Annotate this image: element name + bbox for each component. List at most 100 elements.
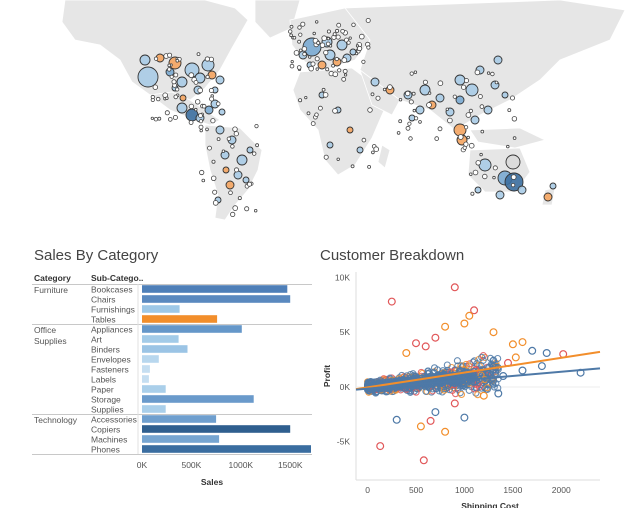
- map-location-circle[interactable]: [495, 190, 505, 200]
- map-location-circle[interactable]: [137, 66, 159, 88]
- scatter-point[interactable]: [443, 361, 451, 369]
- map-location-circle[interactable]: [501, 91, 509, 99]
- scatter-point[interactable]: [470, 306, 479, 315]
- scatter-point[interactable]: [518, 366, 527, 375]
- map-location-circle[interactable]: [236, 154, 248, 166]
- scatter-point[interactable]: [470, 385, 478, 393]
- scatter-point[interactable]: [518, 338, 527, 347]
- scatter-point[interactable]: [421, 342, 430, 351]
- scatter-point[interactable]: [402, 348, 411, 357]
- sales-bar[interactable]: [142, 295, 291, 303]
- scatter-point[interactable]: [460, 370, 468, 378]
- map-location-circle[interactable]: [504, 172, 524, 192]
- map-location-circle[interactable]: [317, 60, 327, 70]
- map-location-circle[interactable]: [222, 166, 230, 174]
- map-location-circle[interactable]: [549, 182, 557, 190]
- map-location-circle[interactable]: [370, 77, 380, 87]
- scatter-point[interactable]: [490, 383, 498, 391]
- map-location-circle[interactable]: [242, 176, 250, 184]
- scatter-point[interactable]: [474, 391, 482, 399]
- map-location-circle[interactable]: [225, 180, 235, 190]
- scatter-point[interactable]: [478, 353, 486, 361]
- scatter-point[interactable]: [462, 360, 470, 368]
- map-location-circle[interactable]: [215, 75, 225, 85]
- map-location-circle[interactable]: [505, 154, 521, 170]
- scatter-point[interactable]: [460, 413, 469, 422]
- scatter-point[interactable]: [397, 376, 405, 385]
- sales-bar[interactable]: [142, 305, 180, 313]
- map-location-circle[interactable]: [470, 115, 480, 125]
- map-location-circle[interactable]: [215, 125, 225, 135]
- scatter-point[interactable]: [460, 319, 469, 328]
- scatter-point[interactable]: [483, 385, 492, 393]
- map-location-circle[interactable]: [455, 95, 465, 105]
- map-location-circle[interactable]: [435, 93, 445, 103]
- map-location-circle[interactable]: [139, 54, 151, 66]
- sales-bar[interactable]: [142, 415, 217, 423]
- sales-bar[interactable]: [142, 425, 291, 433]
- scatter-point[interactable]: [387, 297, 396, 306]
- map-location-circle[interactable]: [478, 158, 492, 172]
- scatter-point[interactable]: [419, 456, 428, 465]
- map-location-circle[interactable]: [483, 105, 493, 115]
- scatter-point[interactable]: [434, 374, 442, 382]
- sales-bar[interactable]: [142, 385, 166, 393]
- sales-bar[interactable]: [142, 335, 179, 343]
- map-location-circle[interactable]: [419, 84, 431, 96]
- map-location-circle[interactable]: [176, 102, 188, 114]
- scatter-point[interactable]: [542, 348, 551, 357]
- scatter-point[interactable]: [426, 416, 435, 425]
- scatter-point[interactable]: [494, 354, 502, 363]
- map-location-circle[interactable]: [233, 170, 243, 180]
- scatter-point[interactable]: [376, 442, 385, 451]
- scatter-point[interactable]: [450, 399, 459, 408]
- map-location-circle[interactable]: [346, 126, 354, 134]
- map-location-circle[interactable]: [493, 55, 503, 65]
- map-location-circle[interactable]: [349, 48, 357, 56]
- scatter-point[interactable]: [528, 346, 537, 355]
- scatter-point[interactable]: [441, 322, 450, 331]
- scatter-point[interactable]: [486, 354, 494, 362]
- sales-bar[interactable]: [142, 395, 254, 403]
- scatter-point[interactable]: [537, 362, 546, 371]
- sales-bar[interactable]: [142, 315, 218, 323]
- map-location-circle[interactable]: [246, 146, 254, 154]
- scatter-point[interactable]: [453, 357, 461, 365]
- world-map[interactable]: [0, 0, 644, 222]
- scatter-point[interactable]: [465, 386, 473, 394]
- map-location-circle[interactable]: [474, 186, 482, 194]
- map-canvas[interactable]: [0, 0, 644, 222]
- scatter-point[interactable]: [479, 391, 488, 400]
- sales-bar[interactable]: [142, 445, 311, 453]
- sales-bar[interactable]: [142, 435, 220, 443]
- sales-bar[interactable]: [142, 285, 288, 293]
- scatter-point[interactable]: [486, 376, 494, 384]
- sales-bar[interactable]: [142, 325, 242, 333]
- sales-bar[interactable]: [142, 345, 188, 353]
- scatter-point[interactable]: [469, 358, 477, 366]
- scatter-point[interactable]: [508, 340, 517, 349]
- map-location-circle[interactable]: [517, 185, 527, 195]
- map-location-circle[interactable]: [454, 74, 466, 86]
- map-location-circle[interactable]: [336, 39, 348, 51]
- map-location-circle[interactable]: [415, 105, 425, 115]
- sales-bar[interactable]: [142, 405, 166, 413]
- map-location-circle[interactable]: [204, 105, 214, 115]
- scatter-point[interactable]: [465, 311, 474, 320]
- sales-bar[interactable]: [142, 375, 149, 383]
- scatter-point[interactable]: [431, 333, 440, 342]
- scatter-point[interactable]: [416, 422, 425, 431]
- scatter-point[interactable]: [392, 415, 401, 424]
- map-location-circle[interactable]: [543, 192, 553, 202]
- map-location-circle[interactable]: [356, 146, 364, 154]
- map-location-circle[interactable]: [176, 76, 188, 88]
- scatter-point[interactable]: [431, 408, 440, 417]
- map-location-circle[interactable]: [179, 94, 187, 102]
- scatter-point[interactable]: [494, 389, 503, 398]
- map-location-circle[interactable]: [465, 83, 479, 97]
- scatter-point[interactable]: [479, 352, 487, 360]
- map-location-circle[interactable]: [326, 141, 334, 149]
- scatter-point[interactable]: [489, 328, 498, 337]
- map-location-circle[interactable]: [218, 108, 226, 116]
- scatter-point[interactable]: [511, 353, 520, 362]
